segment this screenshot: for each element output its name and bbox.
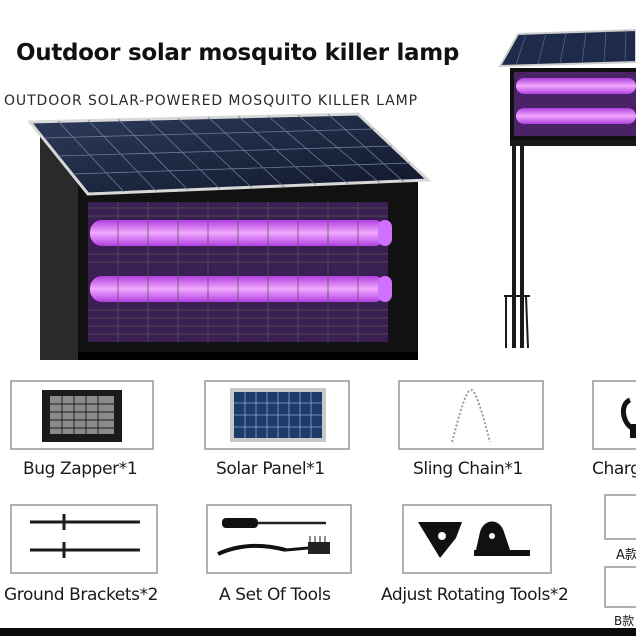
package-item-label: Sling Chain*1 — [413, 459, 523, 479]
package-item-label: Bug Zapper*1 — [23, 459, 138, 479]
package-item-label: Ground Brackets*2 — [4, 585, 159, 605]
package-item-bug-zapper — [10, 380, 154, 450]
package-item-solar-panel — [204, 380, 350, 450]
charger-icon — [621, 397, 636, 438]
product-hero: Outdoor solar mosquito killer lamp OUTDO… — [4, 28, 636, 360]
package-item-ground-brackets — [10, 504, 158, 574]
package-item-accessory-a — [604, 494, 636, 540]
tools-icon — [217, 518, 330, 556]
package-item-label: A Set Of Tools — [219, 585, 331, 605]
package-item-label: Solar Panel*1 — [216, 459, 325, 479]
rotating-tools-icon — [418, 521, 530, 558]
product-subtitle: OUTDOOR SOLAR-POWERED MOSQUITO KILLER LA… — [4, 93, 418, 109]
accessory-a-icon — [606, 496, 636, 538]
package-item-label: A款 — [616, 548, 636, 563]
sling-chain-icon — [451, 388, 491, 443]
staked-lamp-image — [498, 28, 636, 349]
package-item-label: B款 — [614, 614, 635, 628]
package-item-charger — [592, 380, 636, 450]
ground-brackets-icon — [30, 514, 140, 558]
package-item-accessory-b — [604, 566, 636, 608]
package-item-label: Adjust Rotating Tools*2 — [381, 585, 569, 605]
package-contents: Bug Zapper*1 Solar Panel*1 Sling Chain*1 — [0, 360, 636, 636]
package-item-label: Charg — [592, 459, 636, 479]
main-lamp-image — [28, 112, 432, 360]
package-item-rotating-tools — [402, 504, 552, 574]
bug-zapper-icon — [42, 390, 122, 442]
page-title: Outdoor solar mosquito killer lamp — [16, 40, 460, 66]
package-item-sling-chain — [398, 380, 544, 450]
accessory-b-icon — [606, 568, 636, 606]
package-item-tools — [206, 504, 352, 574]
solar-panel-icon — [230, 388, 326, 442]
bottom-divider — [0, 628, 636, 636]
